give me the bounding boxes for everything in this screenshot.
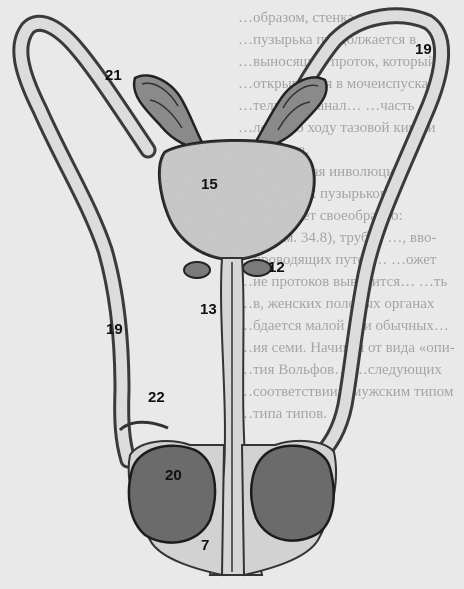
right-small-gland [243,260,271,276]
label-13: 13 [200,301,217,318]
left-deferent-duct [21,23,148,460]
label-22: 22 [148,389,165,406]
left-bulb [129,446,215,543]
right-bulb [251,446,333,541]
label-15: 15 [201,176,218,193]
right-lobe [252,77,327,148]
label-19-right: 19 [415,41,432,58]
left-small-gland [184,262,210,278]
label-12: 12 [268,259,285,276]
label-21: 21 [105,67,122,84]
label-19-left: 19 [106,321,123,338]
label-20: 20 [165,467,182,484]
label-7: 7 [201,537,209,554]
